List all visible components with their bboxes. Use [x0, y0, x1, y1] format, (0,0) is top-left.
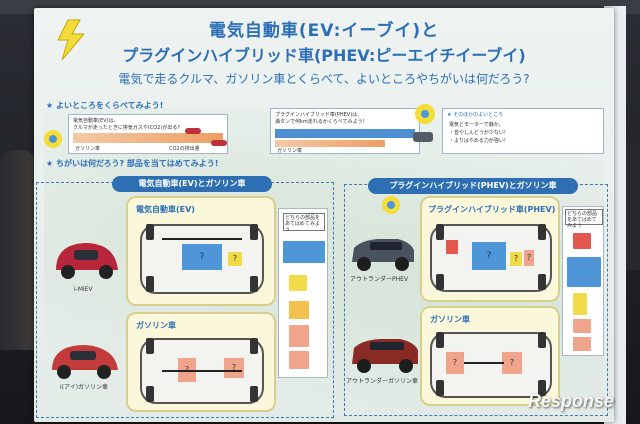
battery-part-card[interactable] — [283, 241, 325, 263]
phev-gas-chassis-diagram: ? ? — [430, 332, 552, 398]
sparkle-icon — [382, 196, 400, 214]
battery-slot: ? — [472, 242, 506, 270]
phev-gas-car-caption: アウトランダーガソリン車 — [346, 378, 419, 385]
wheel — [436, 380, 444, 396]
fuel-line — [162, 370, 242, 372]
engine-part-card[interactable] — [289, 325, 309, 347]
response-watermark: Response — [527, 391, 614, 411]
lightning-icon — [57, 19, 86, 61]
sparkle-icon — [415, 104, 435, 124]
info-board: 電気自動車(EV:イーブイ)と プラグインハイブリッド車(PHEV:ピーエイチイ… — [34, 8, 614, 422]
ev-car-photo — [56, 243, 118, 279]
ev-chassis-diagram: ? ? — [140, 224, 264, 294]
motor-part-card[interactable] — [289, 275, 307, 291]
other-benefits-panel: ★ そのほかのよいところ 電気とモーターで静か。 ・音やしんどうが少ない! ・よ… — [442, 108, 604, 154]
phev-chassis-diagram: ? ? ? — [430, 224, 552, 292]
phev-parts-board: どちらの部品をあてはめてみよう — [562, 206, 604, 356]
fuel-line — [464, 362, 504, 364]
wheel — [538, 380, 546, 396]
gas-chassis-diagram: ? ? — [140, 338, 264, 404]
wheel — [436, 224, 444, 240]
phev-gas-card-label: ガソリン車 — [430, 315, 470, 324]
wheel — [146, 386, 154, 402]
wheel — [538, 332, 546, 348]
phev-compare-text2: 満タンで何km走れるかくらべてみよう! — [275, 119, 365, 125]
wheel — [538, 274, 546, 290]
engine-slot — [446, 240, 458, 254]
battery-part-card[interactable] — [567, 257, 601, 287]
wheel — [146, 224, 154, 240]
ev-card-label: 電気自動車(EV) — [136, 205, 195, 214]
battery-slot: ? — [182, 244, 222, 270]
phev-diagram-card: プラグインハイブリッド車(PHEV) ? ? ? — [420, 196, 560, 302]
tank-part-card[interactable] — [573, 319, 591, 333]
ev-parts-question: どちらの部品をあてはめてみよう — [283, 213, 325, 233]
compare-heading: ★ よいところをくらべてみよう! — [46, 101, 164, 110]
phev-car-caption: アウトランダーPHEV — [350, 276, 409, 283]
page-subtitle: 電気で走るクルマ、ガソリン車とくらべて、よいところやちがいは何だろう? — [118, 72, 530, 86]
gas-card-label: ガソリン車 — [136, 321, 176, 330]
wheel — [250, 276, 258, 292]
tank-slot: ? — [502, 352, 522, 374]
phev-car-photo — [352, 239, 414, 271]
sparkle-icon — [44, 130, 62, 148]
phev-parts-question: どちらの部品をあてはめてみよう — [565, 209, 603, 229]
charger-part-card[interactable] — [289, 301, 309, 319]
wheel — [436, 332, 444, 348]
wheel — [250, 338, 258, 354]
wheel — [250, 224, 258, 240]
ev-diagram-card: 電気自動車(EV) ? ? — [126, 196, 276, 306]
engine-part-card[interactable] — [573, 233, 591, 249]
phev-panel-title: プラグインハイブリッド(PHEV)とガソリン車 — [368, 178, 578, 194]
ev-car-caption: i-MiEV — [74, 286, 93, 293]
phev-gas-diagram-card: ガソリン車 ? ? — [420, 306, 560, 406]
range-bar-phev — [275, 129, 415, 138]
visitor-silhouette-left — [0, 150, 36, 350]
wheel — [250, 386, 258, 402]
phev-gas-car-photo — [352, 339, 418, 373]
mini-car-red-icon — [211, 140, 227, 146]
generator-slot: ? — [524, 250, 534, 266]
wheel — [146, 338, 154, 354]
motor-slot: ? — [228, 252, 242, 266]
wire — [162, 238, 242, 240]
gas-diagram-card: ガソリン車 ? ? — [126, 312, 276, 412]
range-bar-gas — [275, 140, 385, 147]
parts-heading: ★ ちがいは何だろう? 部品を当てはめてみよう! — [46, 159, 219, 168]
ev-panel-title: 電気自動車(EV)とガソリン車 — [112, 176, 272, 192]
mini-suv-icon — [413, 132, 433, 142]
wheel — [538, 224, 546, 240]
other-benefits-heading: ★ そのほかのよいところ — [447, 112, 504, 118]
page-title-line2: プラグインハイブリッド車(PHEV:ピーエイチイーブイ) — [122, 46, 526, 65]
other-benefits-note: ・音やしんどうが少ない! — [449, 130, 506, 136]
ev-compare-note: CO2の排出量 — [169, 146, 200, 152]
page-title-line1: 電気自動車(EV:イーブイ)と — [208, 21, 440, 41]
wheel — [436, 274, 444, 290]
gas-car-caption: i(アイ)ガソリン車 — [60, 384, 109, 391]
phev-card-label: プラグインハイブリッド車(PHEV) — [428, 205, 556, 214]
generator-part-card[interactable] — [573, 337, 591, 351]
phev-compare-text1: プラグインハイブリッド車(PHEV)は、 — [275, 112, 363, 118]
engine-slot: ? — [446, 352, 464, 374]
tank-part-card[interactable] — [289, 351, 309, 369]
phev-compare-car-label: ガソリン車 — [277, 148, 303, 154]
gas-car-photo — [52, 345, 118, 379]
ev-compare-text2: クルマが走ったときに排気ガスや(CO2)が出る? — [73, 125, 181, 131]
other-benefits-note: ・よりはやめる力が強い! — [449, 138, 506, 144]
ev-parts-board: どちらの部品をあてはめてみよう — [278, 208, 328, 378]
co2-bar — [73, 133, 223, 143]
motor-part-card[interactable] — [573, 293, 587, 315]
ev-compare-text1: 電気自動車(EV)は、 — [73, 118, 119, 124]
engine-slot: ? — [224, 358, 244, 378]
motor-slot: ? — [510, 252, 522, 266]
other-benefits-note: 電気とモーターで静か。 — [449, 122, 504, 128]
wheel — [146, 276, 154, 292]
ev-compare-panel: 電気自動車(EV)は、 クルマが走ったときに排気ガスや(CO2)が出る? ガソリ… — [68, 114, 228, 154]
mini-car-red-icon — [185, 128, 201, 134]
ev-compare-car-label: ガソリン車 — [75, 146, 101, 152]
phev-compare-panel: プラグインハイブリッド車(PHEV)は、 満タンで何km走れるかくらべてみよう!… — [270, 108, 420, 154]
